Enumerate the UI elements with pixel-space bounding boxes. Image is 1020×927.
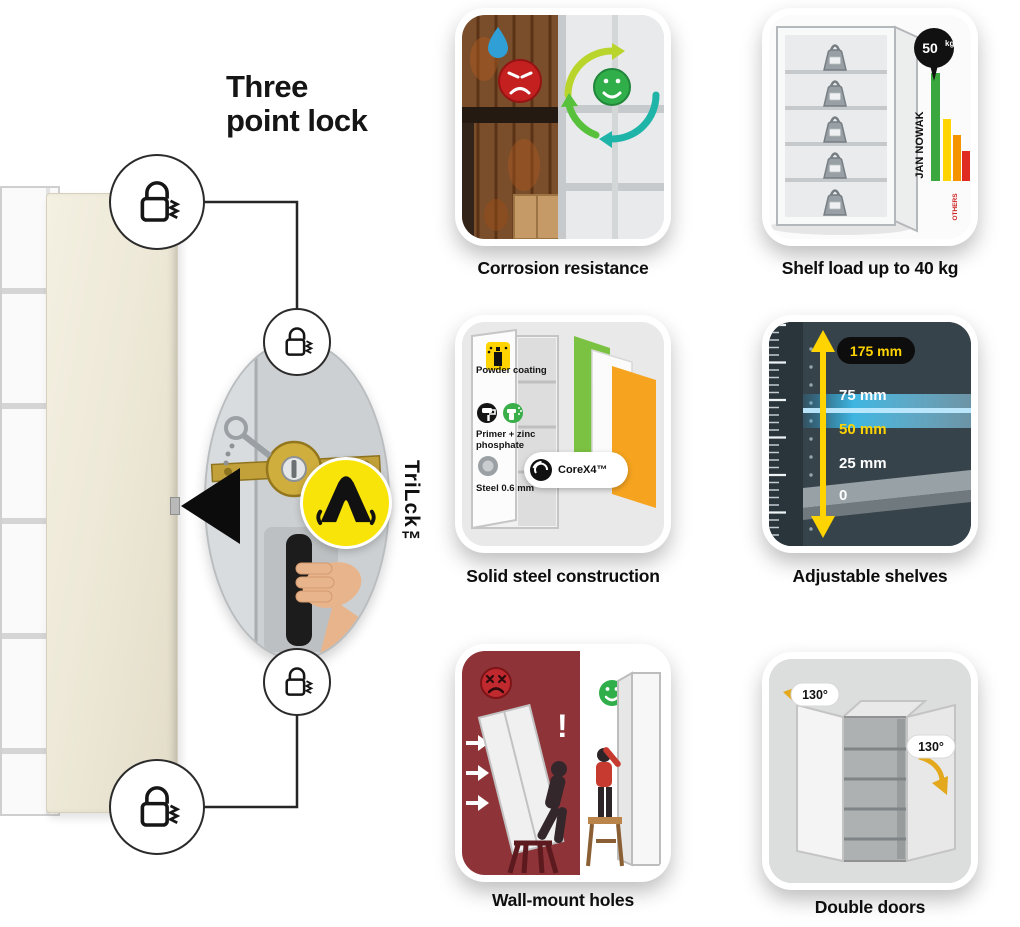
tipped-stool-silhouette — [507, 840, 559, 874]
angle-right-label: 130° — [918, 740, 944, 754]
paint-roller-icon — [477, 403, 497, 423]
lock-point-callout-lower — [263, 648, 331, 716]
left-door-open — [796, 703, 844, 863]
sad-face-icon — [480, 667, 512, 699]
steel-construction-scene — [462, 322, 664, 546]
warning-exclamation: ! — [557, 708, 568, 744]
powder-coating-icon — [486, 342, 510, 370]
page-title: Three point lock — [226, 69, 368, 139]
caption-double-doors: Double doors — [814, 897, 926, 917]
corrosion-scene — [462, 15, 664, 239]
angle-left-label: 130° — [802, 688, 828, 702]
caption-shelf-load: Shelf load up to 40 kg — [781, 258, 959, 278]
badge-unit: kg — [945, 39, 954, 48]
steel-cabinet — [471, 328, 559, 530]
steel-icon — [478, 456, 498, 476]
airflow-arrows-icon — [561, 43, 660, 148]
person-on-stool — [586, 747, 624, 867]
shelf-pin-holes — [805, 336, 817, 532]
layer-label-primer: Primer + zinc phosphate — [476, 429, 536, 451]
measurement-50: 50 mm — [839, 421, 887, 438]
key-with-chain — [223, 416, 272, 466]
cabinet-shelf — [2, 288, 46, 294]
brand-badge — [300, 457, 392, 549]
cabinet-shelf — [2, 633, 46, 639]
caption-solid-steel: Solid steel construction — [466, 566, 660, 586]
brand-logo-icon — [316, 476, 376, 525]
lock-point-callout-upper — [263, 308, 331, 376]
cabinet-with-weights — [776, 26, 896, 226]
measurement-75: 75 mm — [839, 387, 887, 404]
caption-adjustable-shelves: Adjustable shelves — [792, 566, 948, 586]
brand-bar-label: JAN NOWAK — [914, 111, 926, 178]
ruler — [769, 322, 803, 546]
cabinet-shelf — [2, 518, 46, 524]
tile-wall-mount: ! — [455, 644, 671, 882]
measurement-0: 0 — [839, 487, 847, 504]
others-bar-label: OTHERS — [952, 193, 959, 221]
lock-point-callout-top — [109, 154, 205, 250]
corex4-logo-icon — [530, 459, 552, 481]
caption-wall-mount: Wall-mount holes — [492, 890, 634, 910]
falling-cabinet — [477, 703, 565, 855]
tile-solid-steel: Powder coating Primer + zinc phosp — [455, 315, 671, 553]
measurement-25: 25 mm — [839, 455, 887, 472]
load-rating-bars — [931, 73, 970, 181]
happy-face-icon — [593, 68, 631, 106]
water-drop-icon — [488, 27, 508, 59]
layer-label-steel: Steel 0.6 mm — [476, 483, 535, 494]
spray-gun-icon — [503, 403, 523, 423]
layer-label-powder-coating: Powder coating — [476, 365, 547, 376]
lock-point-callout-bottom — [109, 759, 205, 855]
angle-badge-right: 130° — [906, 734, 956, 759]
corex4-badge-label: CoreX4™ — [558, 464, 608, 476]
lock-latch-middle — [170, 497, 180, 515]
cabinet-shelf — [2, 748, 46, 754]
weight-badge: 50 kg — [914, 28, 954, 81]
double-doors-scene: 130° 130° — [769, 659, 971, 883]
sad-face-icon — [498, 59, 542, 103]
open-door — [894, 25, 918, 233]
measurement-badge: 175 mm — [837, 337, 915, 364]
tile-corrosion-resistance — [455, 8, 671, 246]
angle-badge-left: 130° — [790, 682, 840, 707]
caption-corrosion-resistance: Corrosion resistance — [477, 258, 649, 278]
falling-arrows-icon — [466, 735, 489, 811]
laser-level-glow — [803, 394, 971, 428]
person-crushed-silhouette — [537, 761, 567, 844]
coating-icons — [477, 403, 523, 423]
door-handle — [286, 534, 312, 646]
cabinet-door — [46, 193, 178, 813]
tile-double-doors: 130° 130° — [762, 652, 978, 890]
badge-value: 50 — [922, 40, 938, 56]
corex4-badge: CoreX4™ — [524, 452, 628, 488]
lock-brand-label: TriLck™ — [400, 460, 423, 552]
tile-adjustable-shelves: 175 mm 75 mm 50 mm 25 mm 0 — [762, 315, 978, 553]
measurement-175: 175 mm — [850, 343, 902, 359]
shelf-load-scene: JAN NOWAK OTHERS 50 kg — [769, 15, 971, 239]
adjustable-shelves-scene: 175 mm 75 mm 50 mm 25 mm 0 — [769, 322, 971, 546]
height-adjust-arrow — [811, 330, 835, 538]
shelf-surface — [803, 470, 971, 520]
wooden-stool — [586, 817, 624, 867]
wall-mount-scene: ! — [462, 651, 664, 875]
cabinet-shelf — [2, 403, 46, 409]
tile-shelf-load: JAN NOWAK OTHERS 50 kg — [762, 8, 978, 246]
